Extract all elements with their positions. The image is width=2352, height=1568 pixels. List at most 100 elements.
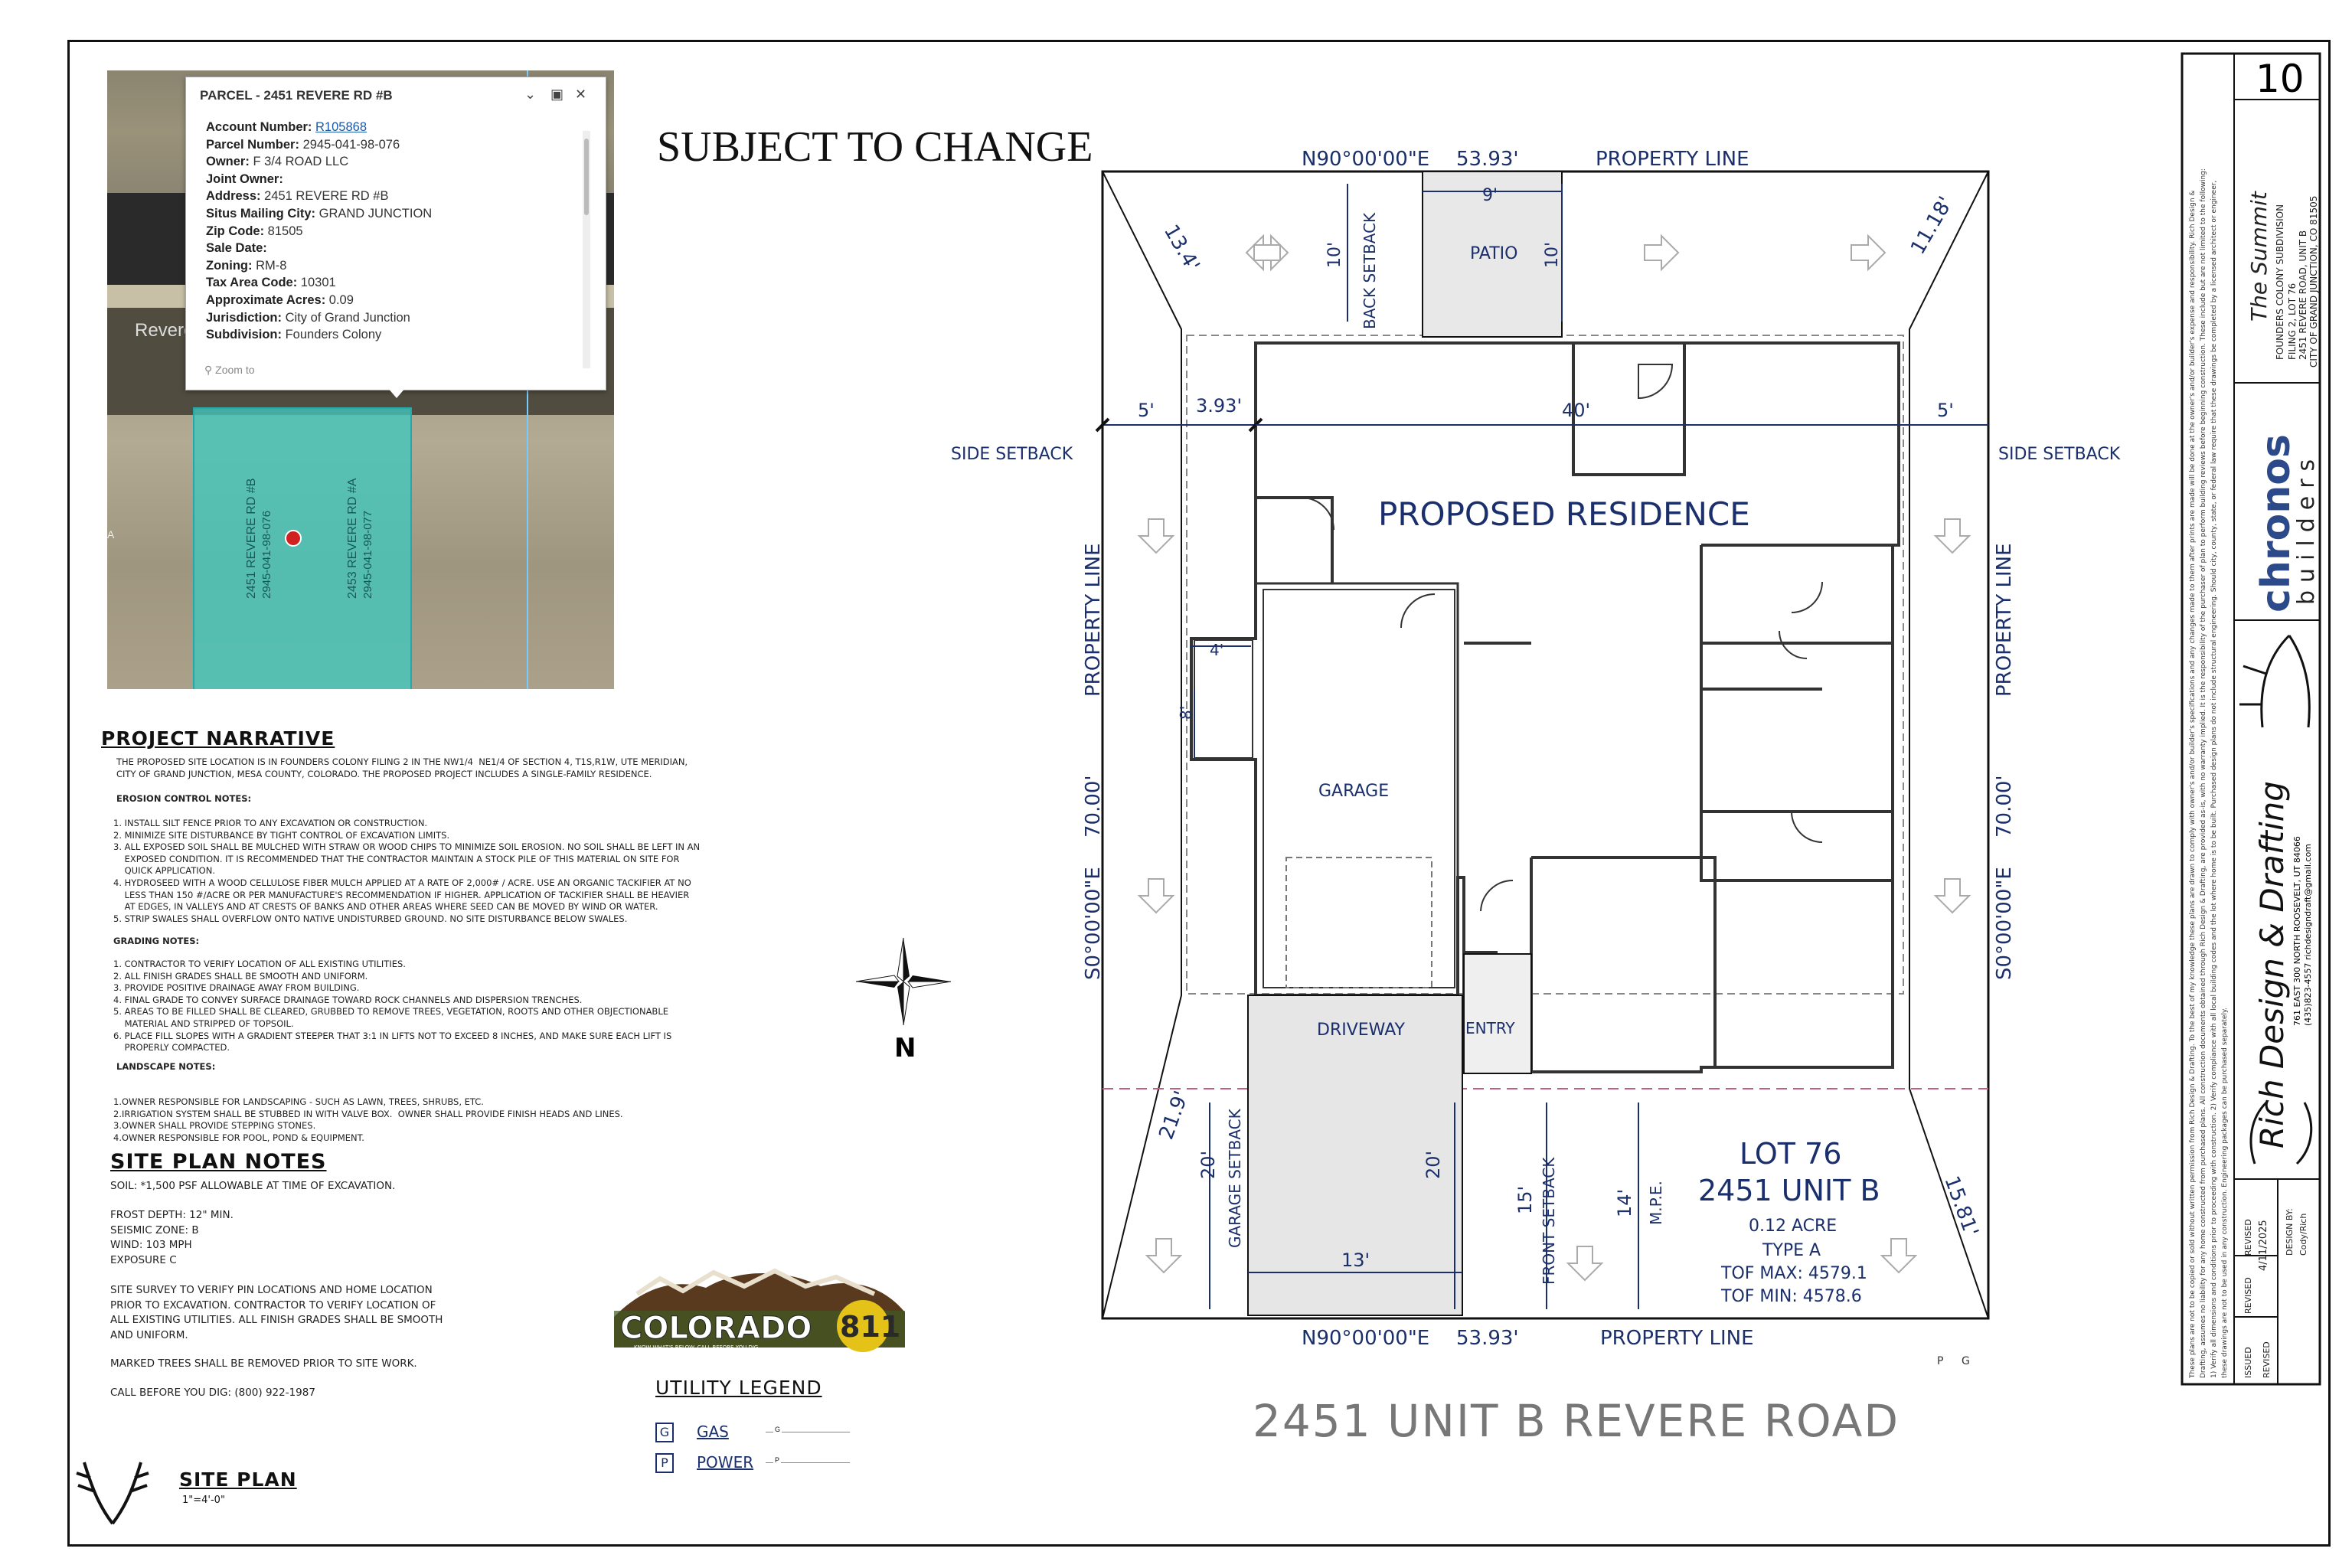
driveway-len-label: 20': [1423, 1151, 1444, 1179]
project-name: The Summit: [2246, 191, 2272, 322]
popup-field: Owner: F 3/4 ROAD LLC: [206, 155, 348, 169]
builder-sub: builders: [2293, 452, 2320, 605]
project-address: 2451 REVERE ROAD, UNIT B: [2298, 230, 2308, 360]
field-value: 10301: [300, 276, 336, 290]
garage-setback-label: GARAGE SETBACK: [1226, 1108, 1244, 1248]
patio-label: PATIO: [1470, 244, 1517, 263]
front-setback-dim-label: 15': [1514, 1186, 1536, 1214]
revised-2: REVISED: [2243, 1219, 2253, 1256]
legend-line-label: P: [773, 1456, 782, 1464]
house-outline: [1190, 341, 1900, 1073]
colorado-811-tagline: KNOW WHAT'S BELOW. CALL BEFORE YOU DIG: [634, 1344, 758, 1351]
right-bearing-label: S0°00'00"E: [1993, 867, 2016, 980]
driveway-label: DRIVEWAY: [1317, 1021, 1406, 1040]
field-value: 0.09: [328, 293, 354, 307]
garage-setback-dim-label: 20': [1197, 1151, 1219, 1179]
bottom-bearing-label: N90°00'00"E: [1302, 1327, 1429, 1350]
zoom-to-link[interactable]: ⚲ Zoom to: [204, 364, 255, 376]
garage-label: GARAGE: [1318, 782, 1389, 801]
popup-field: Zip Code: 81505: [206, 224, 303, 239]
back-setback-label: BACK SETBACK: [1361, 212, 1379, 329]
width-dim-label: 40': [1562, 400, 1590, 421]
patio: [1422, 171, 1563, 338]
field-value: F 3/4 ROAD LLC: [253, 155, 349, 169]
landscape-title: LANDSCAPE NOTES:: [116, 1061, 216, 1072]
legend-symbol: P: [655, 1453, 674, 1473]
site-notes-title: SITE PLAN NOTES: [110, 1150, 327, 1174]
left-line-label: PROPERTY LINE: [1082, 543, 1105, 697]
buildable-envelope: [1102, 171, 1182, 1319]
call-note: CALL BEFORE YOU DIG: (800) 922-1987: [110, 1387, 315, 1399]
field-label: Situs Mailing City:: [206, 207, 316, 220]
field-value: 2451 REVERE RD #B: [264, 189, 389, 204]
trees-note: MARKED TREES SHALL BE REMOVED PRIOR TO S…: [110, 1357, 417, 1370]
filing: FILING 2, LOT 76: [2287, 283, 2298, 360]
popup-field: Situs Mailing City: GRAND JUNCTION: [206, 207, 432, 221]
driveway: [1247, 995, 1463, 1316]
legend-symbol: G: [655, 1423, 674, 1442]
left-length-label: 70.00': [1082, 775, 1105, 838]
grading-notes: 1. CONTRACTOR TO VERIFY LOCATION OF ALL …: [113, 959, 672, 1054]
drainage-arrow-icon: [1566, 1246, 1604, 1282]
drafting-contact: (435)823-4557 richdesigndraft@gmail.com: [2303, 844, 2313, 1026]
popup-field: Parcel Number: 2945-041-98-076: [206, 138, 400, 152]
design-by-label: DESIGN BY:: [2285, 1208, 2295, 1256]
popup-field: Subdivision: Founders Colony: [206, 328, 381, 342]
collapse-icon[interactable]: ⌄: [524, 87, 537, 102]
entry-label: ENTRY: [1465, 1019, 1515, 1037]
field-label: Zip Code:: [206, 224, 265, 238]
lot-b-parcel[interactable]: [193, 407, 412, 689]
field-label: Account Number:: [206, 120, 312, 134]
survey-note: SITE SURVEY TO VERIFY PIN LOCATIONS AND …: [110, 1284, 443, 1341]
issued-date: 4/11/2025: [2258, 1220, 2269, 1271]
sheet-number: 10: [2256, 57, 2305, 101]
field-label: Jurisdiction:: [206, 310, 283, 325]
top-length-label: 53.93': [1456, 148, 1519, 171]
north-label: N: [894, 1033, 916, 1063]
drainage-arrow-icon: [1245, 234, 1281, 272]
lot-b-label: 2451 REVERE RD #B: [245, 478, 258, 599]
field-label: Zoning:: [206, 258, 253, 273]
top-line-label: PROPERTY LINE: [1596, 148, 1749, 171]
field-value[interactable]: R105868: [315, 120, 367, 134]
drainage-arrow-icon: [1880, 1238, 1918, 1274]
zoom-icon: ⚲: [204, 364, 216, 376]
field-value: GRAND JUNCTION: [318, 207, 433, 220]
lot-a-parcel-label: 2945-041-98-077: [361, 510, 374, 599]
dock-icon[interactable]: ▣: [550, 87, 564, 102]
field-label: Joint Owner:: [206, 172, 283, 186]
acre-label: 0.12 ACRE: [1749, 1217, 1837, 1236]
subdivision: FOUNDERS COLONY SUBDIVISION: [2275, 204, 2285, 360]
field-label: Tax Area Code:: [206, 276, 298, 290]
elk-antler-icon: [76, 1462, 149, 1525]
field-value: Founders Colony: [285, 328, 382, 342]
colorado-811-logo: COLORADO 811 KNOW WHAT'S BELOW. CALL BEF…: [614, 1268, 905, 1352]
unit-label: 2451 UNIT B: [1698, 1174, 1880, 1207]
popup-field[interactable]: Account Number: R105868: [206, 120, 367, 135]
field-label: Subdivision:: [206, 328, 282, 342]
edge-label: A: [107, 528, 115, 541]
legend-label: POWER: [697, 1453, 754, 1472]
bottom-line-label: PROPERTY LINE: [1600, 1327, 1754, 1350]
close-icon[interactable]: ✕: [575, 87, 587, 102]
location-marker[interactable]: [285, 530, 302, 547]
popup-scrollbar[interactable]: [583, 131, 590, 368]
field-value: 81505: [267, 224, 303, 238]
popup-title: PARCEL - 2451 REVERE RD #B: [200, 88, 393, 103]
drainage-arrow-icon: [1933, 518, 1971, 554]
right-line-label: PROPERTY LINE: [1993, 543, 2016, 697]
drainage-arrow-icon: [1851, 234, 1886, 272]
site-plan-title: SITE PLAN: [179, 1468, 297, 1491]
offset-dim-label: 3.93': [1196, 395, 1242, 416]
disclaimer-a: These plans are not to be copied or sold…: [2189, 191, 2197, 1379]
side-setback-l-label: SIDE SETBACK: [951, 445, 1073, 464]
side-r-dim-label: 5': [1937, 400, 1954, 421]
entry: [1463, 953, 1532, 1074]
legend-line-label: G: [773, 1426, 782, 1433]
parcel-popup[interactable]: PARCEL - 2451 REVERE RD #B ⌄ ▣ ✕ Account…: [185, 77, 606, 390]
drainage-arrow-icon: [1145, 1238, 1183, 1274]
tof-min-label: TOF MIN: 4578.6: [1720, 1287, 1862, 1306]
legend-line: [766, 1462, 850, 1463]
mpe-dim-label: 14': [1614, 1189, 1635, 1217]
